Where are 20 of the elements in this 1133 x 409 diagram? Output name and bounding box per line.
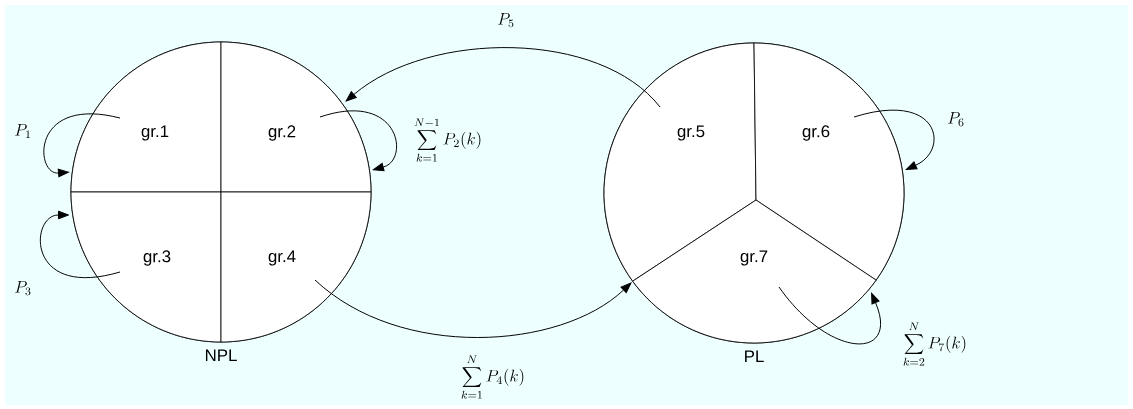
sector: gr.1 [70, 41, 222, 193]
sector: gr.3 [70, 191, 222, 343]
arrow [778, 286, 881, 345]
edge-label: $P_6$ [948, 112, 964, 127]
arrow [43, 113, 121, 178]
node-label: NPL [205, 349, 237, 362]
sector: gr.4 [220, 191, 372, 343]
node-label: PL [745, 350, 764, 363]
arrow [345, 47, 661, 108]
sector: gr.7 [632, 199, 877, 344]
edge-label: $\sum_{k=1}^{N} P_4(k)$ [461, 355, 524, 399]
edge-label: $\sum_{k=1}^{N-1} P_2(k)$ [414, 118, 481, 162]
arrow [40, 210, 121, 278]
edge-label: $P_1$ [15, 124, 30, 139]
arrow [314, 279, 632, 338]
edge-label: $P_5$ [498, 13, 514, 28]
edge-label: $\sum_{k=2}^{N} P_7(k)$ [903, 322, 966, 366]
edge-label: $P_3$ [15, 281, 31, 296]
arrow [853, 109, 935, 170]
sector: gr.2 [220, 41, 372, 193]
